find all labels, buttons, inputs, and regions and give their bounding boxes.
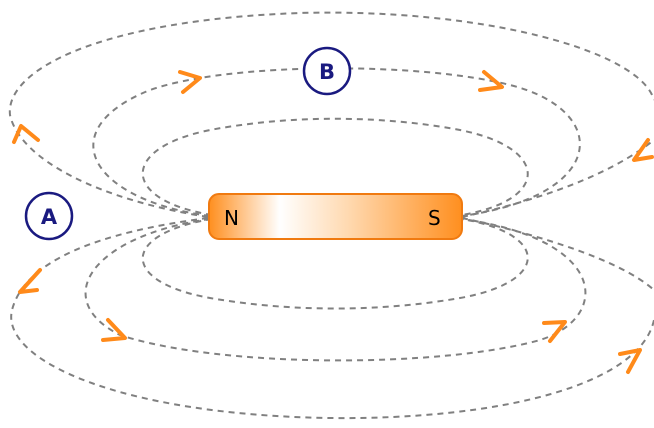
arrow-icon bbox=[101, 318, 127, 342]
field-arrows bbox=[12, 70, 654, 374]
point-label-b: B bbox=[319, 60, 335, 84]
field-line-lower-outer bbox=[10, 217, 654, 420]
field-line-lower-outer-right bbox=[461, 217, 654, 291]
arrow-icon bbox=[18, 268, 42, 294]
bar-magnet: N S bbox=[208, 193, 463, 240]
point-circle bbox=[24, 191, 74, 241]
point-marker-a: A bbox=[24, 191, 74, 241]
arrow-icon bbox=[542, 320, 567, 343]
point-label-a: A bbox=[41, 205, 58, 229]
magnet-north-label: N bbox=[224, 206, 239, 230]
arrow-icon bbox=[618, 348, 642, 374]
arrow-icon bbox=[12, 124, 40, 144]
point-marker-b: B bbox=[302, 46, 352, 96]
field-line-upper-outer-right bbox=[461, 139, 654, 218]
field-line-lower-middle bbox=[84, 218, 587, 362]
point-circle bbox=[302, 46, 352, 96]
magnet-south-label: S bbox=[428, 206, 441, 230]
field-line-upper-outer bbox=[8, 11, 654, 218]
arrow-icon bbox=[632, 138, 654, 162]
arrow-icon bbox=[178, 70, 202, 94]
arrow-icon bbox=[478, 70, 504, 92]
magnet-body bbox=[208, 193, 463, 240]
field-line-upper-inner bbox=[141, 117, 529, 216]
